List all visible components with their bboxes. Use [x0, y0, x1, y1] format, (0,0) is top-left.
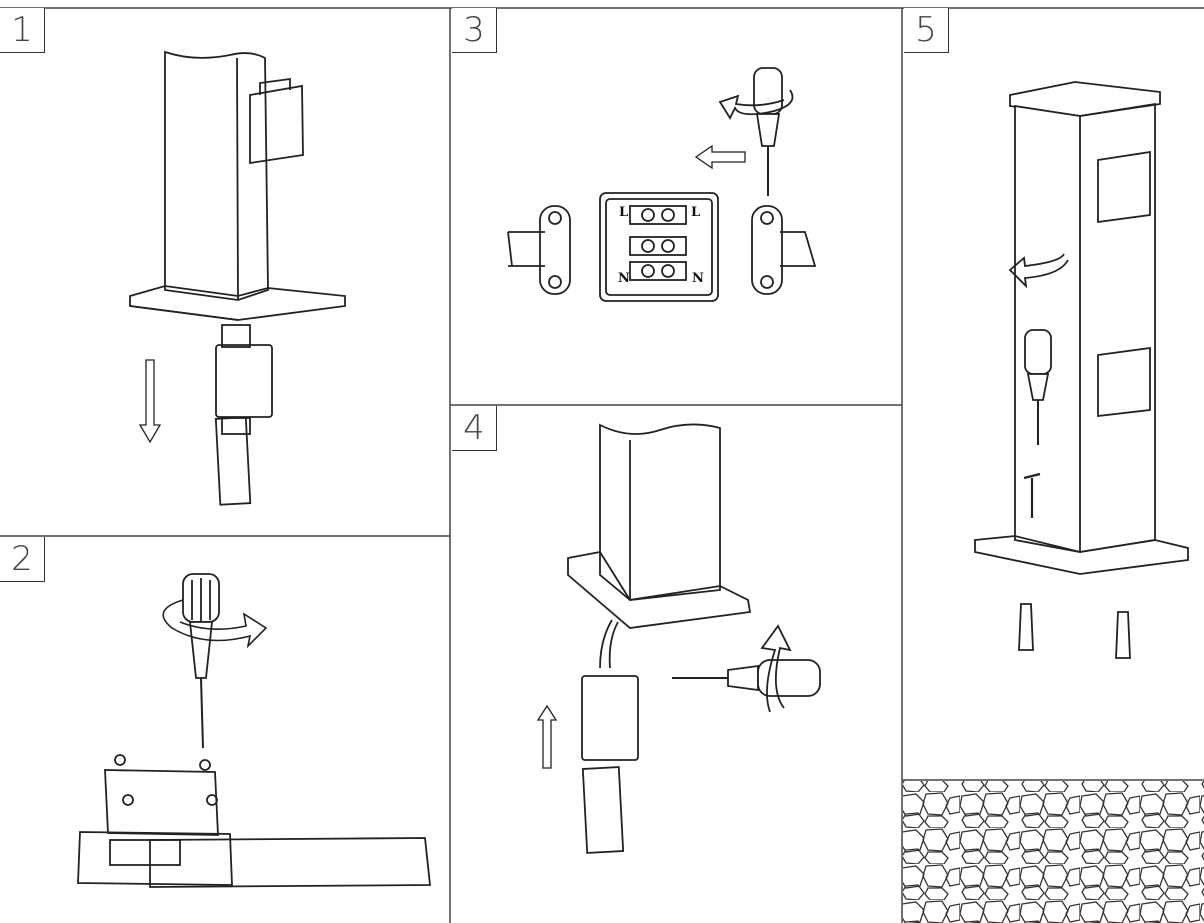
junction-box-open [104, 769, 219, 836]
upward-arrow-icon [536, 704, 558, 769]
step-number-1: 1 [0, 8, 45, 53]
socket-cover-top [1097, 150, 1151, 224]
terminal-l-left: L [619, 205, 628, 220]
post [1014, 104, 1081, 554]
terminal-l-right: L [691, 205, 700, 220]
wall-plug-icon [1018, 603, 1034, 651]
rotate-icon [760, 624, 792, 713]
step-2-illustration [77, 573, 432, 888]
screw-icon [1023, 472, 1041, 518]
panel-grid [0, 7, 1204, 923]
step-number-5: 5 [904, 8, 949, 53]
socket-cover [249, 84, 304, 165]
downward-arrow-icon [138, 359, 162, 444]
wall-plug-icon [1115, 611, 1131, 659]
junction-box [581, 675, 639, 761]
gravel-ground [903, 781, 1204, 923]
post [599, 423, 721, 601]
step-1-illustration [129, 50, 346, 506]
rotate-clockwise-icon [162, 599, 268, 649]
rotate-counterclockwise-icon [718, 89, 794, 120]
step-4-illustration [536, 423, 821, 854]
rotate-counterclockwise-icon [1008, 253, 1069, 289]
step-3-illustration [507, 67, 817, 302]
terminal-n-left: N [618, 271, 630, 286]
screwdriver-icon [672, 659, 821, 697]
screwdriver-icon [182, 573, 220, 749]
ground-strip [149, 837, 432, 888]
screwdriver-icon [1024, 329, 1052, 445]
cable-left [507, 231, 545, 267]
clamp-right [751, 205, 783, 295]
post [164, 50, 269, 301]
clamp-left [539, 205, 571, 295]
step-5-illustration [903, 81, 1204, 923]
terminal-n-right: N [692, 271, 704, 286]
cable [214, 416, 252, 506]
cable-right [780, 231, 817, 267]
base-plate [974, 535, 1189, 575]
socket-cover-bottom [1097, 346, 1151, 418]
base-plate [567, 551, 752, 629]
step-number-4: 4 [452, 406, 497, 451]
junction-box [215, 344, 273, 418]
step-number-2: 2 [0, 537, 45, 582]
post-top [1009, 81, 1161, 117]
screwdriver-icon [753, 67, 783, 196]
left-arrow-icon [694, 144, 746, 170]
cable [581, 766, 625, 854]
step-number-3: 3 [452, 8, 497, 53]
